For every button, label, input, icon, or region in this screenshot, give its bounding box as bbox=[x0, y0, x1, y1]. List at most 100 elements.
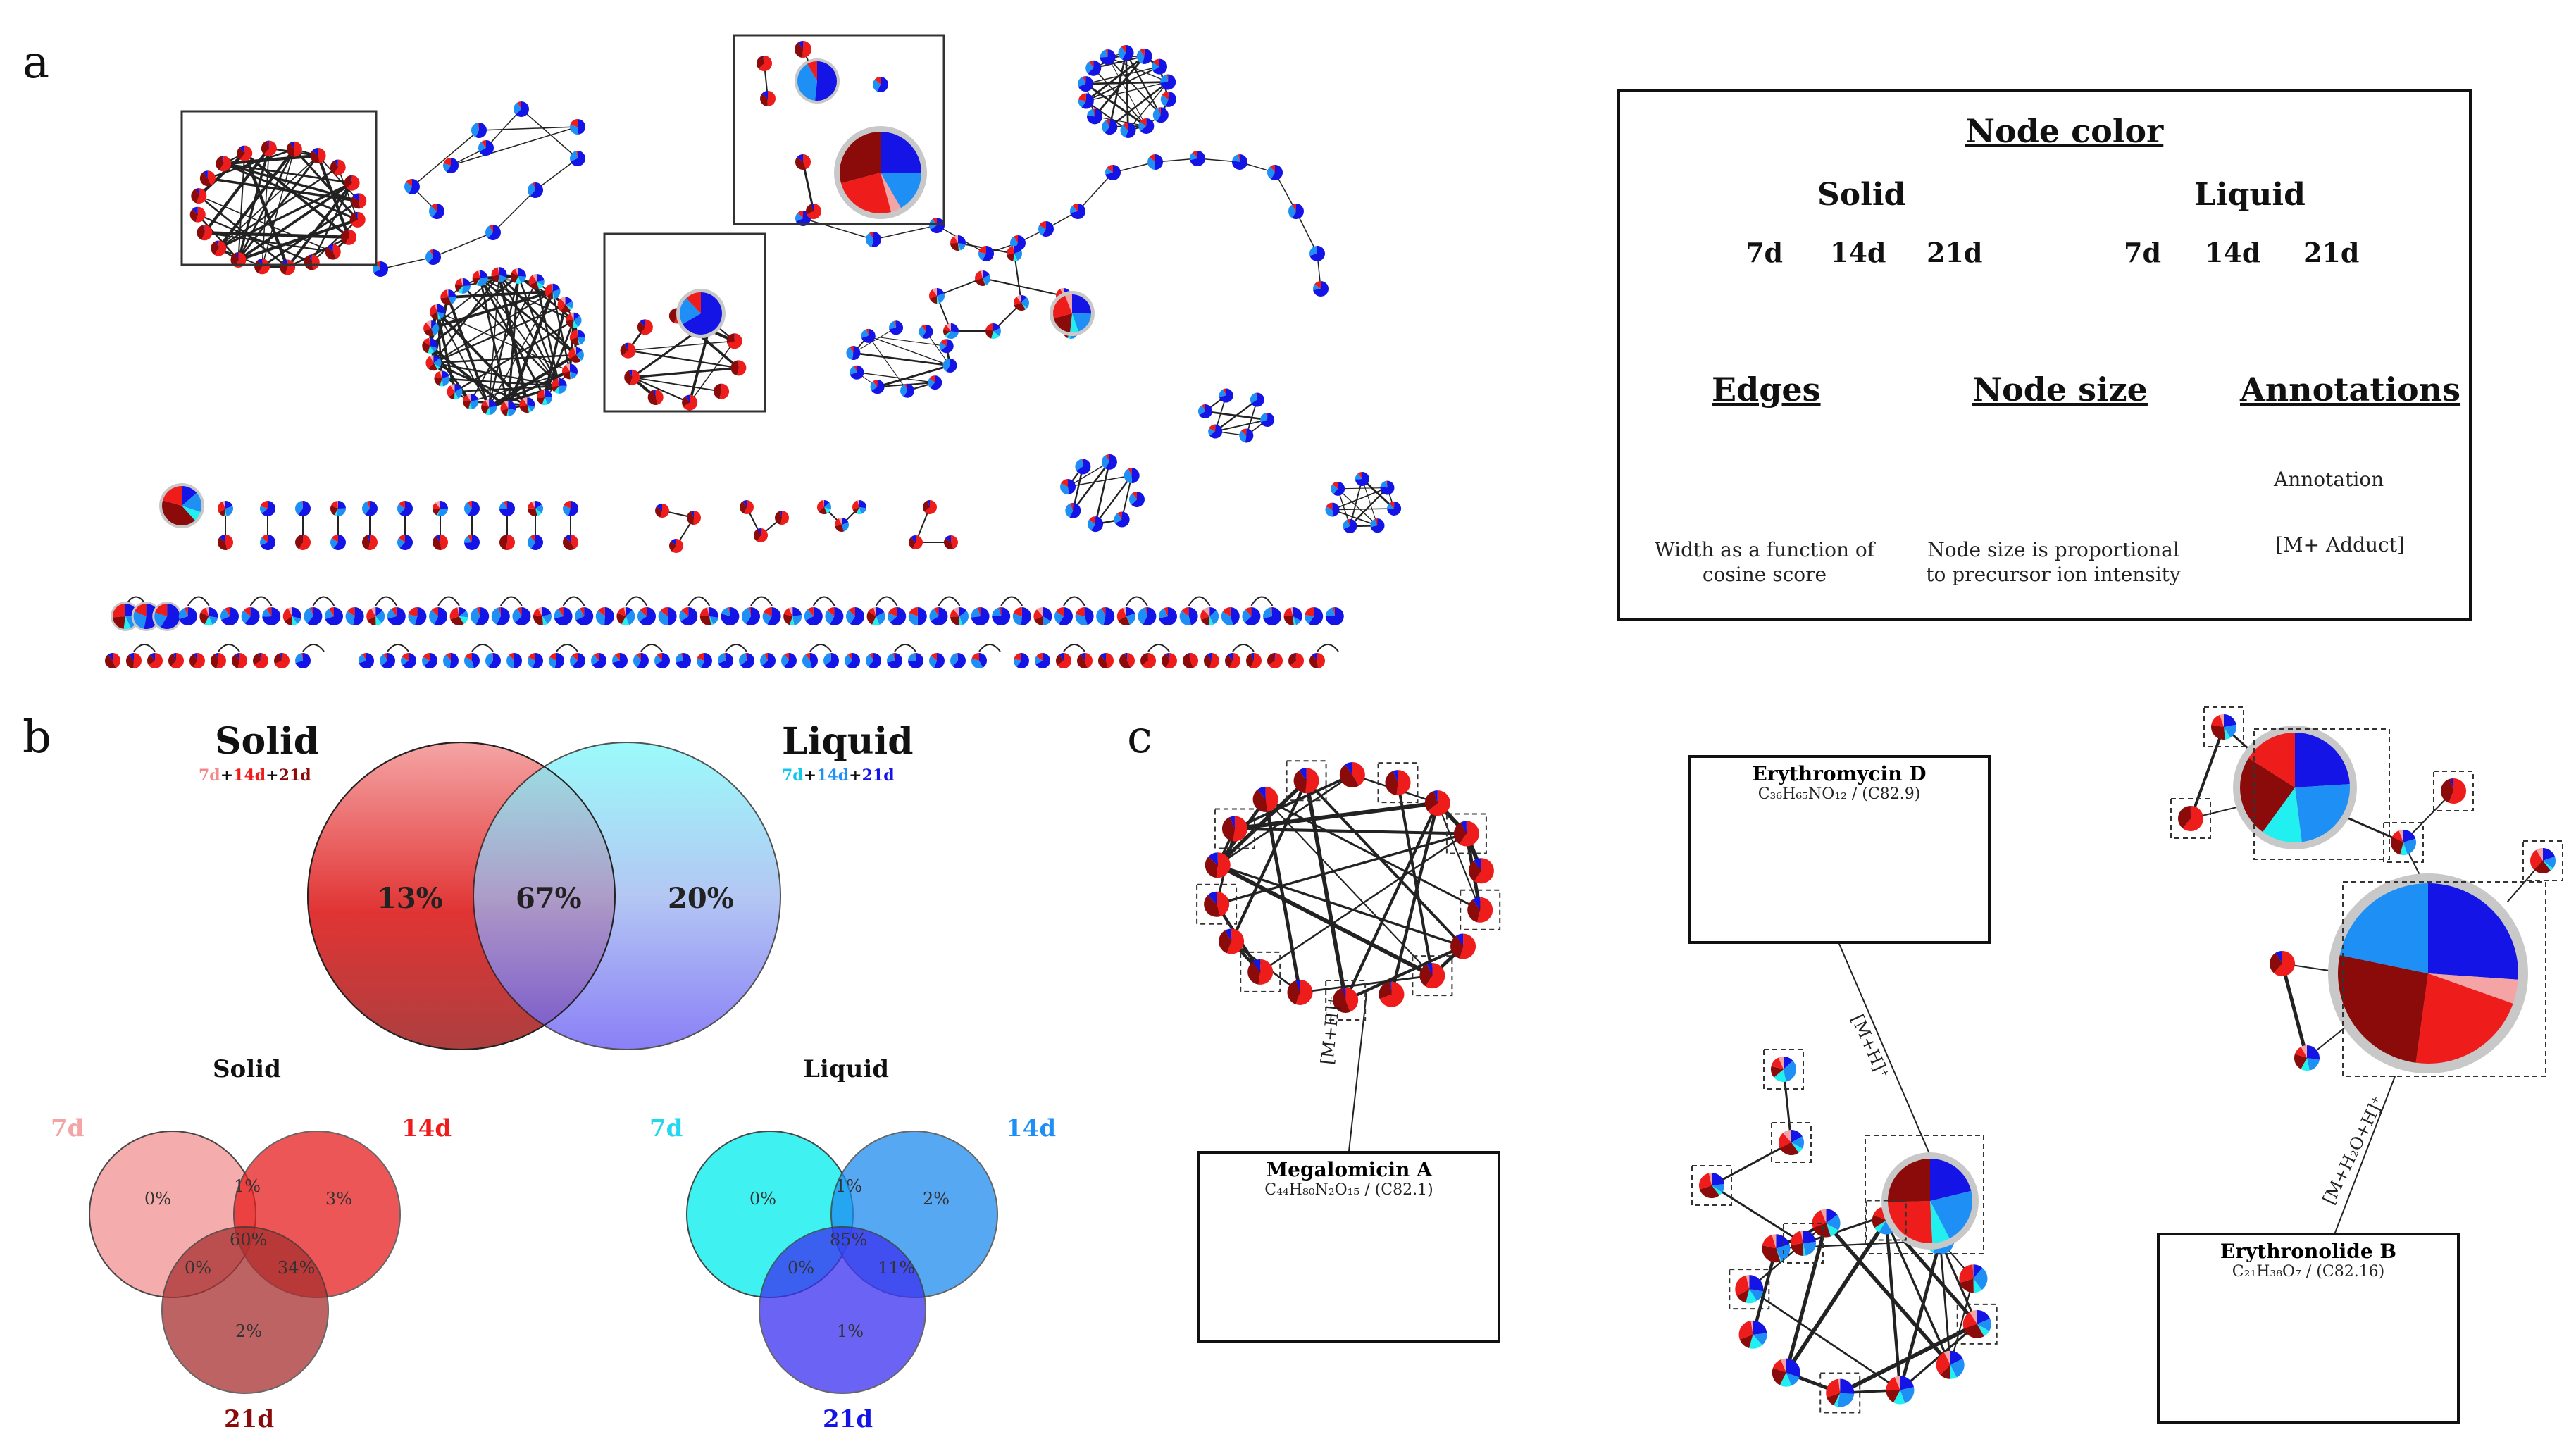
pie-slice bbox=[428, 363, 438, 371]
network-node bbox=[637, 607, 657, 625]
pie-slice bbox=[237, 147, 245, 160]
network-edge bbox=[218, 166, 339, 249]
pie-slice bbox=[971, 607, 990, 626]
pie-slice bbox=[1474, 858, 1494, 884]
pie-slice bbox=[1070, 205, 1078, 213]
network-node bbox=[2294, 1045, 2320, 1071]
pie-slice bbox=[1331, 484, 1338, 494]
network-node bbox=[471, 607, 490, 625]
pie-slice bbox=[1209, 610, 1219, 625]
pie-slice bbox=[1772, 1359, 1786, 1373]
pie-slice bbox=[709, 607, 718, 618]
pie-slice bbox=[189, 208, 198, 223]
pie-slice bbox=[552, 283, 561, 292]
network-node bbox=[330, 535, 346, 551]
pie-slice bbox=[517, 607, 522, 616]
network-edge bbox=[506, 275, 520, 410]
network-edge bbox=[2189, 726, 2225, 820]
venn3-liquid-14d-only: 2% bbox=[923, 1189, 950, 1209]
pie-slice bbox=[1085, 653, 1093, 668]
venn-solid-outline bbox=[307, 742, 616, 1050]
pie-slice bbox=[1267, 653, 1275, 666]
network-node bbox=[362, 501, 378, 517]
pie-slice bbox=[336, 508, 346, 516]
pie-slice bbox=[1013, 246, 1014, 254]
panel-label-a: a bbox=[23, 37, 50, 89]
network-node bbox=[1162, 653, 1178, 668]
network-node bbox=[1159, 607, 1178, 625]
pie-slice bbox=[577, 337, 580, 345]
network-node bbox=[1221, 816, 1247, 842]
pie-slice bbox=[866, 328, 869, 336]
pie-slice bbox=[216, 653, 218, 661]
pie-slice bbox=[655, 653, 670, 669]
pie-slice bbox=[1077, 654, 1088, 668]
network-node bbox=[253, 653, 268, 669]
pie-slice bbox=[792, 615, 802, 625]
network-node bbox=[1419, 963, 1445, 989]
network-node bbox=[443, 653, 459, 668]
pie-slice bbox=[1138, 121, 1147, 132]
pie-slice bbox=[909, 537, 916, 549]
pie-slice bbox=[1166, 653, 1178, 668]
pie-slice bbox=[1014, 235, 1018, 243]
network-edge bbox=[1390, 801, 1440, 996]
pie-slice bbox=[542, 614, 552, 624]
network-node bbox=[220, 607, 239, 625]
pie-slice bbox=[612, 654, 620, 663]
pie-slice bbox=[196, 188, 207, 204]
pie-slice bbox=[697, 653, 704, 661]
pie-slice bbox=[380, 654, 387, 666]
pie-slice bbox=[457, 285, 463, 294]
pie-slice bbox=[1273, 653, 1275, 661]
pie-slice bbox=[1762, 1245, 1781, 1263]
network-edge bbox=[454, 319, 575, 393]
pie-slice bbox=[575, 347, 583, 355]
pie-slice bbox=[784, 653, 789, 661]
pie-slice bbox=[491, 267, 499, 277]
pie-slice bbox=[1103, 607, 1115, 626]
pie-slice bbox=[432, 204, 445, 219]
pie-slice bbox=[575, 354, 582, 361]
venn-solid-sub-plus2: + bbox=[266, 766, 279, 785]
pie-slice bbox=[783, 614, 793, 625]
network-node bbox=[2178, 806, 2203, 831]
network-node bbox=[527, 653, 543, 668]
pie-slice bbox=[1287, 980, 1300, 1004]
pie-slice bbox=[170, 653, 184, 669]
network-node bbox=[527, 182, 543, 198]
network-node bbox=[570, 653, 586, 669]
pie-slice bbox=[464, 656, 474, 668]
pie-slice bbox=[362, 501, 370, 515]
pie-slice bbox=[492, 653, 493, 661]
network-node bbox=[2210, 714, 2236, 740]
pie-slice bbox=[874, 77, 881, 85]
pie-slice bbox=[668, 308, 677, 323]
self-loop-edge bbox=[725, 644, 747, 652]
network-node bbox=[499, 500, 516, 516]
pie-slice bbox=[655, 389, 664, 405]
pie-slice bbox=[1157, 107, 1169, 123]
network-node bbox=[760, 91, 776, 106]
network-node bbox=[1151, 58, 1167, 75]
network-node bbox=[111, 602, 140, 631]
pie-slice bbox=[1116, 607, 1126, 621]
self-loop-edge bbox=[875, 596, 898, 606]
network-node bbox=[1267, 653, 1283, 668]
pie-slice bbox=[1188, 653, 1190, 661]
pie-slice bbox=[971, 653, 979, 661]
network-node bbox=[1232, 154, 1248, 170]
pie-slice bbox=[892, 653, 895, 661]
network-node bbox=[978, 246, 995, 261]
pie-slice bbox=[937, 288, 945, 296]
pie-slice bbox=[562, 371, 571, 380]
network-edge bbox=[521, 108, 578, 159]
network-edge bbox=[479, 277, 578, 356]
network-node bbox=[361, 535, 378, 550]
pie-slice bbox=[254, 653, 268, 669]
pie-slice bbox=[425, 356, 434, 369]
pie-slice bbox=[1268, 653, 1283, 668]
network-node bbox=[1160, 91, 1176, 107]
pie-slice bbox=[113, 604, 125, 618]
pie-slice bbox=[401, 656, 409, 666]
